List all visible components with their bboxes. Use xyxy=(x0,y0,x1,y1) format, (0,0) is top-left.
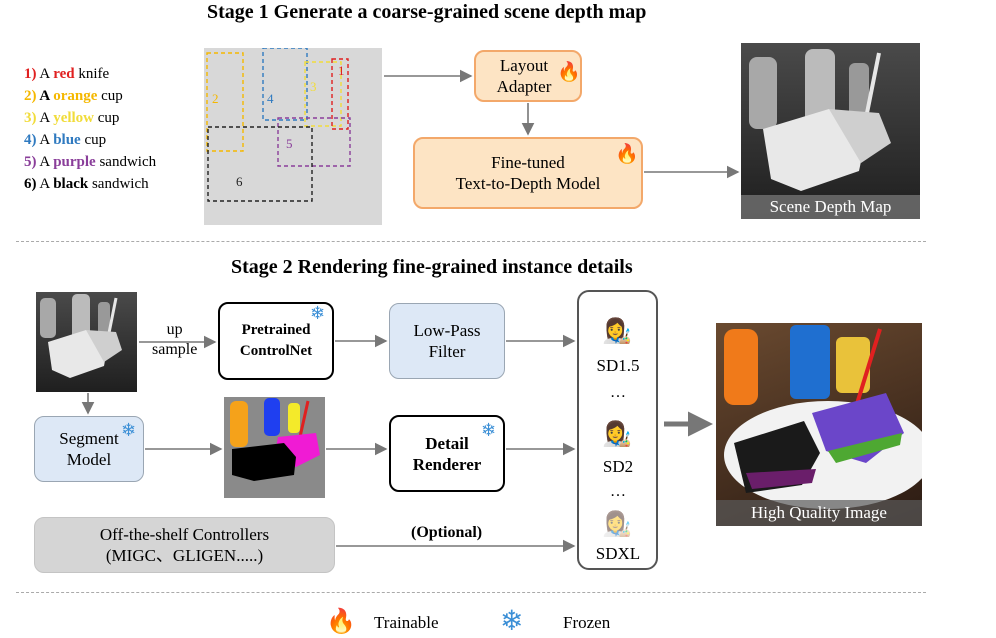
flame-icon-fine-tuned: 🔥 xyxy=(615,144,639,165)
prompt-item: 1) A red knife xyxy=(24,66,109,83)
off-the-shelf-controllers-box: Off-the-shelf Controllers (MIGC、GLIGEN..… xyxy=(34,517,335,573)
painter-icon-3: 👩‍🎨 xyxy=(602,512,632,538)
detail-renderer-box: Detail Renderer xyxy=(389,415,505,492)
layout-label-1: 1 xyxy=(338,63,345,78)
diffusion-models-panel xyxy=(577,290,658,570)
snowflake-icon-controlnet: ❄ xyxy=(310,303,326,323)
prompt-article: A xyxy=(36,176,54,192)
optional-label: (Optional) xyxy=(411,524,483,541)
prompt-color-word: black xyxy=(53,176,89,192)
scene-depth-map-image: Scene Depth Map xyxy=(741,43,920,219)
prompt-article: A xyxy=(36,88,54,104)
sd2-label: SD2 xyxy=(602,457,634,476)
prompt-object: sandwich xyxy=(95,154,157,170)
high-quality-image-caption: High Quality Image xyxy=(716,500,922,526)
fine-tuned-model-box: Fine-tuned Text-to-Depth Model xyxy=(413,137,643,209)
painter-icon-2: 👩‍🎨 xyxy=(602,422,632,448)
off-the-shelf-controllers-label: Off-the-shelf Controllers (MIGC、GLIGEN..… xyxy=(99,525,270,565)
prompt-item: 4) A blue cup xyxy=(24,132,106,149)
layout-label-4: 4 xyxy=(267,91,274,106)
depth-map-thumbnail xyxy=(36,292,137,392)
legend-trainable: Trainable xyxy=(374,613,439,632)
prompt-color-word: red xyxy=(53,66,75,82)
prompt-object: cup xyxy=(80,132,107,148)
stage2-title: Stage 2 Rendering fine-grained instance … xyxy=(231,256,633,278)
sd15-label: SD1.5 xyxy=(596,356,640,375)
pretrained-controlnet-box: Pretrained ControlNet xyxy=(218,302,334,380)
layout-adapter-box: Layout Adapter xyxy=(474,50,582,102)
segmentation-mask-image xyxy=(224,397,325,498)
snowflake-icon-legend: ❄ xyxy=(500,606,524,637)
prompt-object: sandwich xyxy=(88,176,149,192)
upsample-label: up sample xyxy=(152,321,198,358)
flame-icon-layout-adapter: 🔥 xyxy=(557,62,581,83)
fine-tuned-model-label: Fine-tuned Text-to-Depth Model xyxy=(455,153,601,193)
ellipsis-1: … xyxy=(610,384,626,401)
prompt-number: 5) xyxy=(24,154,37,170)
flame-icon-legend: 🔥 xyxy=(326,609,356,635)
prompt-article: A xyxy=(36,110,54,126)
prompt-object: knife xyxy=(74,66,110,82)
prompt-number: 6) xyxy=(24,176,37,192)
prompt-item: 2) A orange cup xyxy=(24,88,123,105)
divider-top xyxy=(16,241,926,242)
prompt-item: 6) A black sandwich xyxy=(24,176,149,193)
prompt-number: 2) xyxy=(24,88,37,104)
sdxl-label: SDXL xyxy=(595,544,641,563)
prompt-color-word: yellow xyxy=(53,110,95,126)
snowflake-icon-segment: ❄ xyxy=(121,420,137,440)
layout-label-5: 5 xyxy=(286,136,293,151)
prompt-object: cup xyxy=(97,88,123,104)
segment-model-label: Segment Model xyxy=(59,429,119,469)
prompt-color-word: blue xyxy=(53,132,81,148)
prompt-number: 4) xyxy=(24,132,37,148)
ellipsis-2: … xyxy=(610,483,626,500)
prompt-item: 5) A purple sandwich xyxy=(24,154,156,171)
prompt-color-word: purple xyxy=(53,154,96,170)
prompt-article: A xyxy=(36,66,54,82)
legend-frozen: Frozen xyxy=(563,613,611,632)
detail-renderer-label: Detail Renderer xyxy=(412,433,482,474)
layout-label-2: 2 xyxy=(212,91,219,106)
prompt-article: A xyxy=(36,154,54,170)
layout-label-3: 3 xyxy=(310,79,317,94)
layout-adapter-label: Layout Adapter xyxy=(496,56,552,96)
prompt-item: 3) A yellow cup xyxy=(24,110,119,127)
prompt-object: cup xyxy=(94,110,120,126)
pretrained-controlnet-label: Pretrained ControlNet xyxy=(239,322,313,359)
low-pass-filter-label: Low-Pass Filter xyxy=(413,321,481,361)
stage1-title: Stage 1 Generate a coarse-grained scene … xyxy=(207,1,647,23)
prompt-number: 3) xyxy=(24,110,37,126)
prompt-number: 1) xyxy=(24,66,37,82)
low-pass-filter-box: Low-Pass Filter xyxy=(389,303,505,379)
prompt-color-word: orange xyxy=(53,88,98,104)
layout-canvas: 1 2 3 4 5 6 xyxy=(204,48,382,225)
high-quality-image: High Quality Image xyxy=(716,323,922,526)
segment-model-box: Segment Model xyxy=(34,416,144,482)
snowflake-icon-detail-renderer: ❄ xyxy=(481,420,497,440)
prompt-article: A xyxy=(36,132,54,148)
painter-icon-1: 👩‍🎨 xyxy=(602,319,632,345)
layout-label-6: 6 xyxy=(236,174,243,189)
scene-depth-map-caption: Scene Depth Map xyxy=(741,195,920,219)
divider-bottom xyxy=(16,592,926,593)
